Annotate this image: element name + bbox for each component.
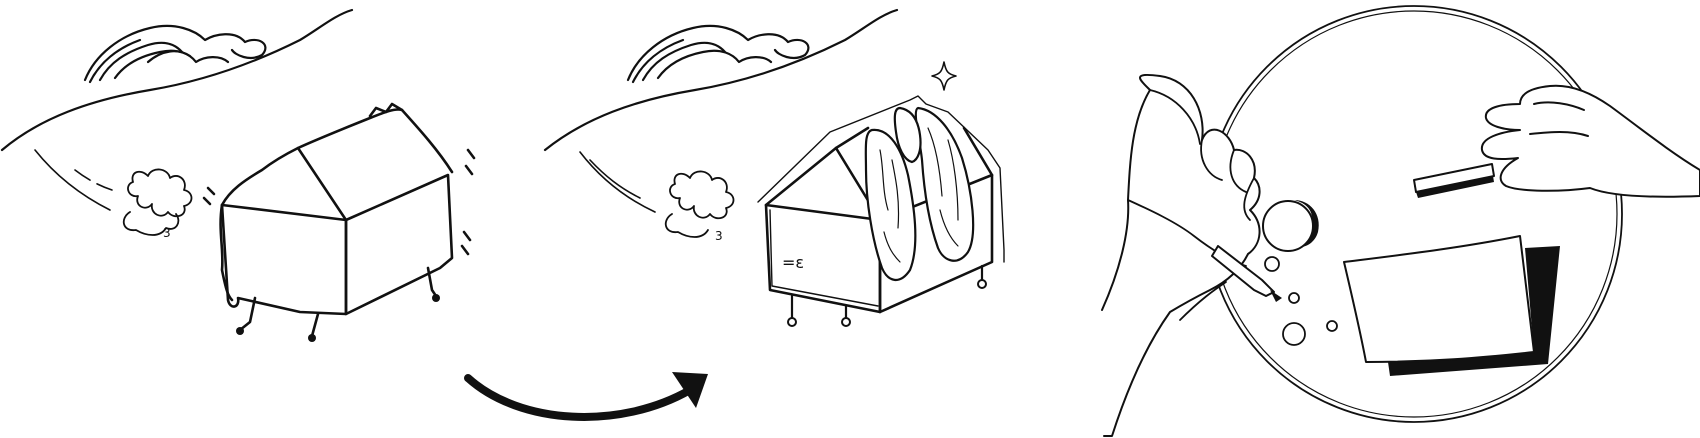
wind-mark-left: 3	[163, 226, 171, 240]
panel-wobbly-house: 3	[0, 8, 476, 342]
protective-outline	[757, 95, 1005, 263]
house-foot	[841, 317, 851, 327]
house-frame	[769, 209, 879, 307]
house-foot	[787, 317, 797, 327]
house-legs	[790, 264, 984, 320]
house-foot	[308, 334, 316, 342]
wobbly-house-icon	[202, 102, 476, 338]
puff-cloud-icon	[664, 170, 735, 238]
rectangle-sketch	[1343, 235, 1560, 376]
wave-icon	[543, 8, 899, 152]
wind-mark-middle: 3	[715, 229, 723, 243]
sparkle-icon	[931, 61, 957, 91]
left-hand-icon	[1101, 74, 1282, 437]
wind-lines	[34, 149, 113, 211]
sandbag-icon	[893, 106, 922, 164]
reinforced-house-icon	[764, 126, 994, 314]
sandbag-icon	[914, 106, 975, 262]
chalk-stick-icon	[1413, 163, 1495, 198]
wind-lines	[579, 151, 656, 213]
right-hand-icon	[1480, 84, 1700, 198]
house-face-mark: =ε	[782, 253, 804, 272]
bubble-dots	[1262, 200, 1338, 346]
panel-reinforced-house: 3 =ε	[543, 8, 1005, 327]
house-foot	[977, 279, 987, 289]
transition-arrow-icon	[464, 372, 708, 421]
puff-cloud-icon	[122, 168, 193, 236]
wave-icon	[0, 8, 354, 152]
sandbag-icon	[864, 128, 917, 281]
panel-drawing-on-plate	[1101, 5, 1700, 437]
house-foot	[236, 327, 244, 335]
house-foot	[432, 294, 440, 302]
